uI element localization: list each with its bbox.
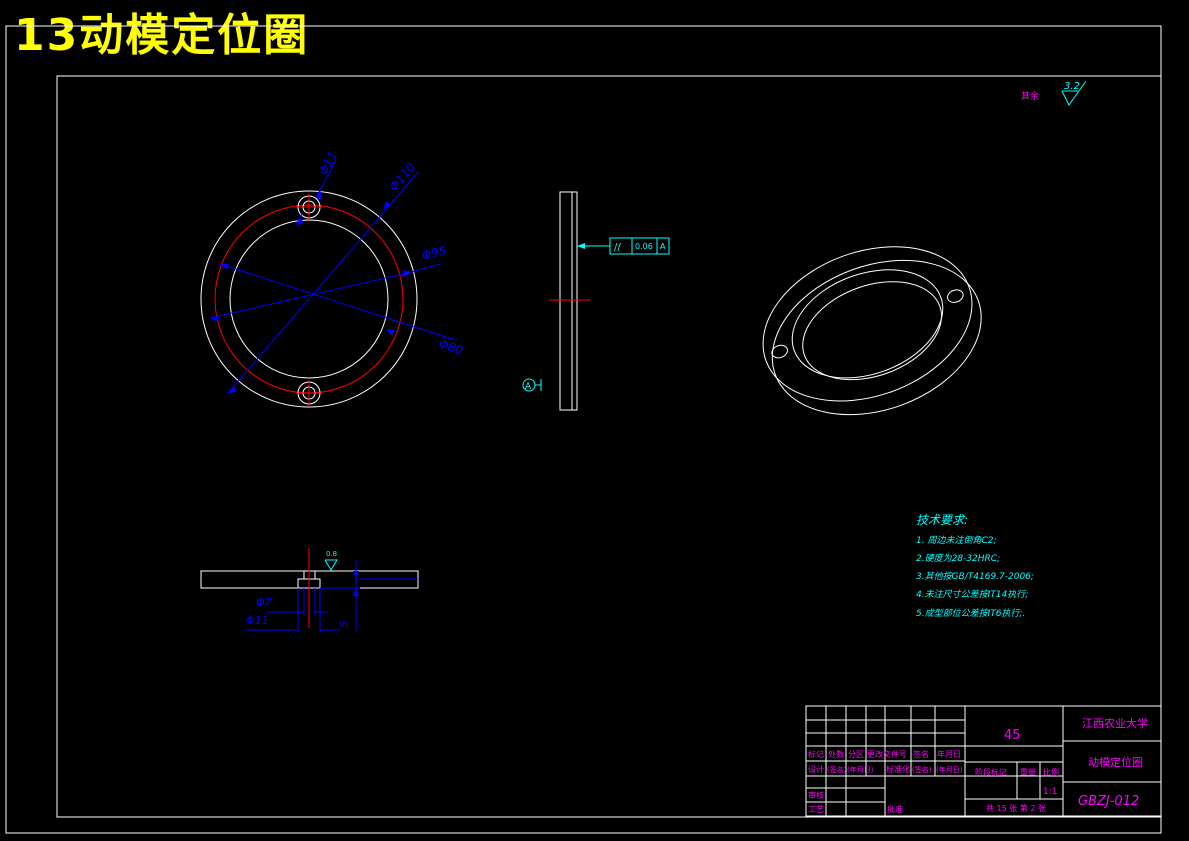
sec-dim-d11: Φ11 (246, 614, 269, 627)
sec-roughness (324, 559, 338, 571)
iso-bolt-2 (947, 289, 964, 303)
tb-school: 江西农业大学 (1082, 716, 1148, 730)
tb-scale: 1:1 (1043, 787, 1057, 797)
outer-circle (200, 190, 418, 408)
tb-header-6: 年月日 (937, 749, 961, 759)
sec-roughness-value: 0.8 (326, 550, 337, 558)
tech-item-3: 3.其他按GB/T4169.7-2006; (916, 571, 1034, 582)
tb-process: 工艺 (808, 805, 824, 814)
tb-row2-1: 设计 (808, 764, 824, 774)
section-view: Φ7 Φ11 5 0.8 (200, 548, 419, 633)
tb-drawing-no: GBZJ-012 (1078, 794, 1139, 809)
front-view: Φ11 Φ110 Φ95 Φ80 (200, 149, 465, 408)
iso-inner-top (791, 269, 944, 379)
dim-d11: Φ11 (316, 149, 340, 177)
tech-item-2: 2.硬度为28-32HRC; (916, 553, 1000, 564)
tb-row2-4: 标准化 (886, 764, 910, 774)
title-block (805, 705, 1162, 817)
tb-row2-6: (年月日) (936, 765, 963, 774)
tb-sheet: 共 15 张 第 2 张 (986, 803, 1046, 813)
tech-item-4: 4.未注尺寸公差按IT14执行; (916, 589, 1028, 600)
side-view: // 0.06 A A (522, 191, 670, 411)
tb-header-3: 分区 (848, 750, 864, 759)
roughness-symbol: 其余 3.2 (1021, 80, 1087, 106)
roughness-value: 3.2 (1064, 81, 1080, 92)
tb-header-2: 处数 (828, 749, 844, 759)
tb-row2-2: (签名) (827, 765, 847, 774)
side-body (559, 191, 578, 411)
tolerance-datum: A (660, 242, 666, 251)
tb-header-5: 签名 (913, 749, 929, 759)
tb-stage: 阶段标记 (975, 767, 1007, 777)
dim-d80: Φ80 (437, 337, 465, 358)
iso-bolt-1 (771, 344, 788, 359)
tolerance-symbol: // (614, 242, 621, 253)
tb-approve: 批准 (887, 804, 903, 814)
title-block-text: 标记 处数 分区 更改文件号 签名 年月日 设计 (签名) (年月日) 标准化 … (808, 716, 1148, 814)
iso-outer-bottom (771, 259, 982, 416)
dim-d95: Φ95 (420, 243, 447, 263)
tb-row2-3: (年月日) (847, 765, 874, 774)
iso-outer-top (762, 246, 973, 402)
tech-requirements: 技术要求: 1. 周边未注倒角C2; 2.硬度为28-32HRC; 3.其他按G… (916, 513, 1034, 619)
outer-border (5, 25, 1162, 834)
datum-label: A (525, 382, 532, 392)
tb-header-4: 更改文件号 (867, 749, 907, 759)
tech-item-1: 1. 周边未注倒角C2; (916, 535, 997, 546)
tb-part-name: 动模定位圈 (1088, 755, 1143, 769)
tb-row2-5: (签名) (912, 765, 932, 774)
tb-weight: 重量 (1020, 767, 1036, 777)
tolerance-value: 0.06 (635, 242, 653, 251)
tb-audit: 审核 (808, 790, 824, 800)
tb-scale-label: 比例 (1043, 767, 1059, 777)
tolerance-frame (609, 237, 670, 255)
tech-item-5: 5.成型部位公差按IT6执行;. (916, 608, 1025, 619)
drawing-title-banner: 13动模定位圈 (14, 10, 310, 61)
tb-material: 45 (1004, 728, 1021, 743)
roughness-label: 其余 (1021, 90, 1039, 102)
tb-header-1: 标记 (808, 749, 824, 759)
tech-title: 技术要求: (916, 513, 968, 527)
iso-view (762, 246, 982, 416)
inner-border (56, 75, 1162, 818)
iso-inner-lower (802, 281, 943, 381)
sec-dim-depth: 5 (338, 621, 351, 628)
sec-dim-d7: Φ7 (256, 596, 272, 609)
